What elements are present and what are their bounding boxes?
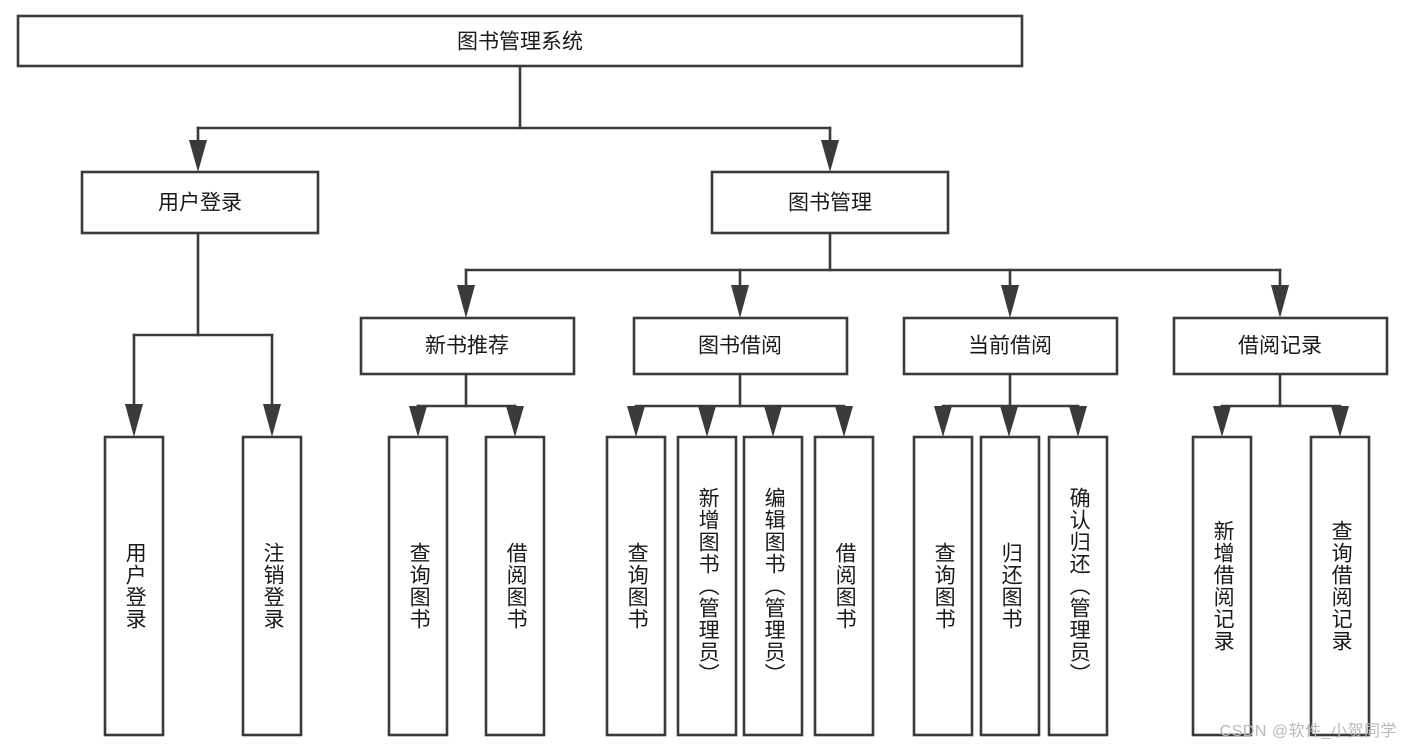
arrow-head-to-current-borrow: [1001, 285, 1019, 318]
node-root[interactable]: [16, 14, 1024, 68]
node-user-login[interactable]: [80, 170, 320, 235]
node-leaf-query-book-2[interactable]: [605, 435, 667, 737]
arrow-head-leaf-edit-book: [764, 406, 782, 437]
arrow-head-to-borrow-record: [1271, 285, 1289, 318]
arrow-head-to-user-login: [189, 140, 207, 172]
node-leaf-borrow-book-2[interactable]: [813, 435, 875, 737]
node-layer: 图书管理系统 用户登录 图书管理 新书推荐 图书借阅 当前借阅 借阅记录: [16, 14, 1389, 737]
arrow-head-leaf-query-book-2: [627, 406, 645, 437]
node-new-book-recommend[interactable]: [359, 316, 576, 376]
arrow-head-leaf-confirm-return: [1069, 406, 1087, 437]
node-leaf-query-record[interactable]: [1309, 435, 1371, 737]
arrow-head-leaf-logout: [263, 404, 281, 437]
arrow-head-leaf-query-record: [1331, 406, 1349, 437]
arrow-head-to-book-borrow: [731, 285, 749, 318]
node-borrow-record-label: 借阅记录: [1238, 335, 1322, 358]
arrow-head-leaf-borrow-book-1: [506, 406, 524, 437]
node-leaf-query-book-3[interactable]: [912, 435, 974, 737]
node-book-management[interactable]: [710, 170, 950, 235]
arrow-head-leaf-add-record: [1213, 406, 1231, 437]
node-current-borrow[interactable]: [902, 316, 1119, 376]
watermark-text: CSDN @软件_小贺同学: [1219, 723, 1397, 740]
node-leaf-user-login[interactable]: [103, 435, 165, 737]
arrow-head-leaf-user-login: [125, 404, 143, 437]
arrow-head-to-book-management: [821, 140, 839, 172]
node-book-management-label: 图书管理: [788, 192, 872, 215]
node-book-borrow-label: 图书借阅: [698, 335, 782, 358]
node-root-label: 图书管理系统: [457, 31, 583, 54]
node-leaf-logout[interactable]: [241, 435, 303, 737]
node-book-borrow[interactable]: [632, 316, 849, 376]
arrow-head-leaf-add-book: [698, 406, 716, 437]
arrow-head-leaf-query-book-3: [934, 406, 952, 437]
connector-layer: [125, 64, 1349, 437]
arrow-head-leaf-return-book: [1000, 406, 1018, 437]
node-leaf-add-book[interactable]: [676, 435, 738, 737]
node-user-login-label: 用户登录: [158, 192, 242, 215]
arrow-head-to-new-book-recommend: [457, 285, 475, 318]
arrow-head-leaf-query-book-1: [409, 406, 427, 437]
node-leaf-edit-book[interactable]: [742, 435, 804, 737]
arrow-head-leaf-borrow-book-2: [835, 406, 853, 437]
node-leaf-add-record[interactable]: [1191, 435, 1253, 737]
node-current-borrow-label: 当前借阅: [968, 335, 1052, 358]
node-leaf-query-book-1[interactable]: [387, 435, 449, 737]
node-leaf-return-book[interactable]: [979, 435, 1041, 737]
node-leaf-confirm-return[interactable]: [1047, 435, 1109, 737]
node-leaf-borrow-book-1[interactable]: [484, 435, 546, 737]
node-borrow-record[interactable]: [1172, 316, 1389, 376]
node-new-book-recommend-label: 新书推荐: [425, 335, 509, 358]
